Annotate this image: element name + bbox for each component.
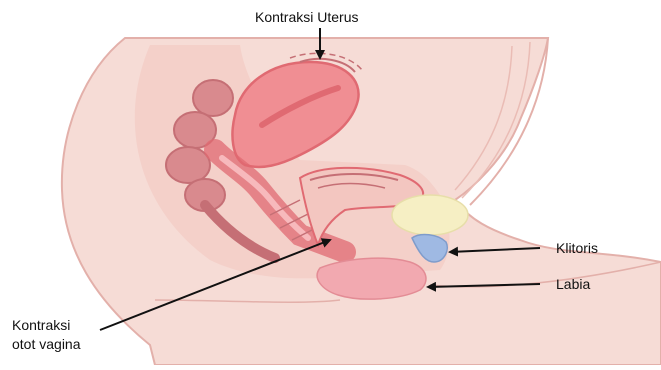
label-uterus-contraction: Kontraksi Uterus (255, 9, 358, 25)
label-labia: Labia (556, 276, 590, 292)
label-vaginal-muscle-line1: Kontraksi (12, 317, 70, 333)
pubic-fat-pad (392, 195, 468, 235)
labia (317, 258, 426, 299)
label-vaginal-muscle-line2: otot vagina (12, 336, 81, 352)
label-clitoris: Klitoris (556, 240, 598, 256)
